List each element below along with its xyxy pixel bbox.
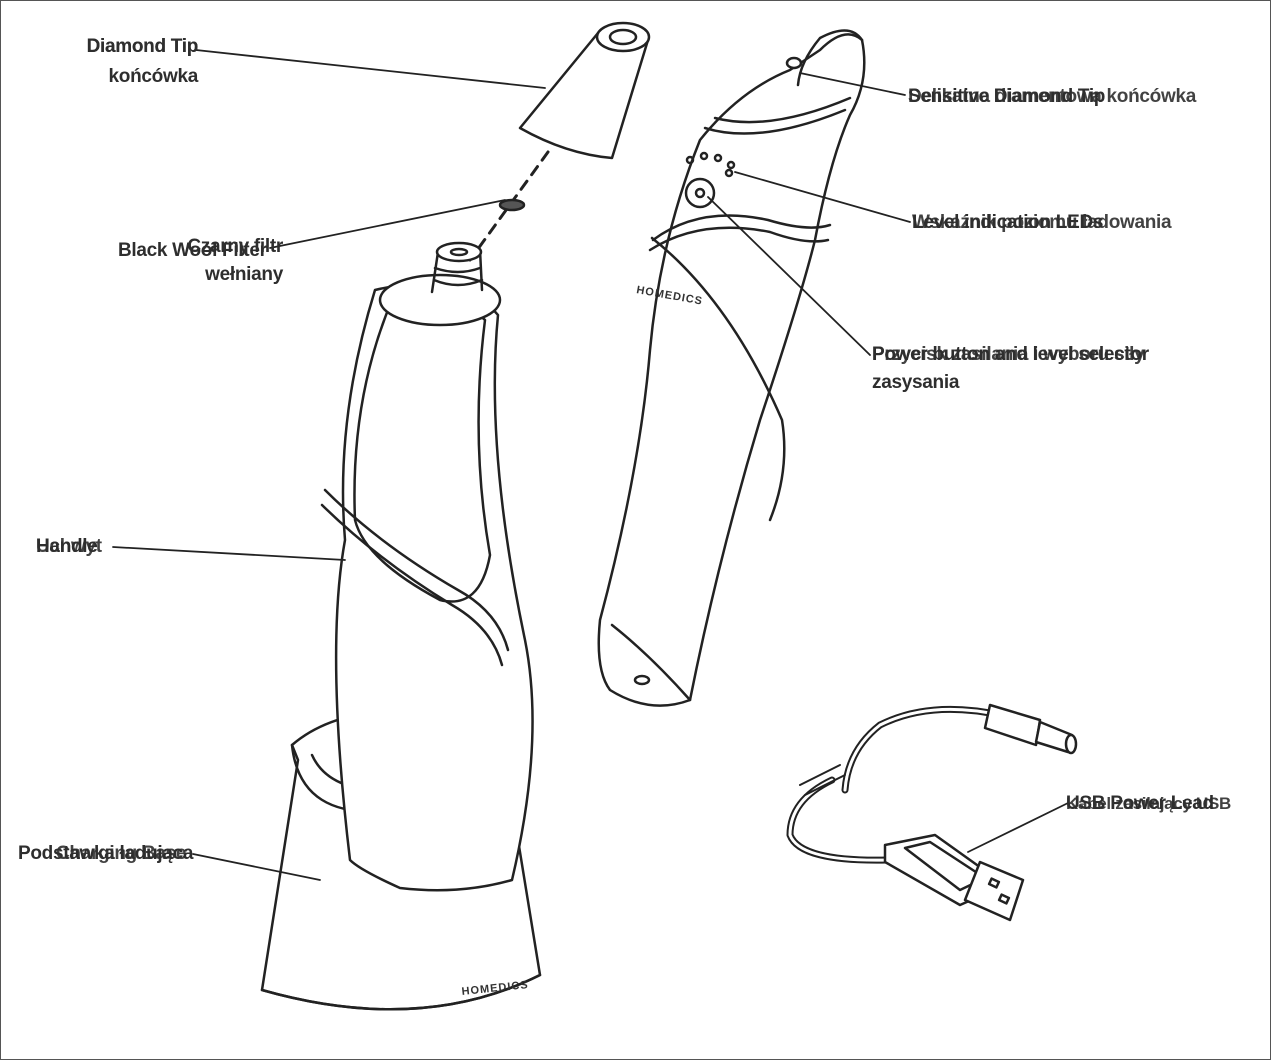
label-power-button: Power button and level selector Przycisk…	[872, 344, 1202, 396]
label-handle: Handle Uchwyt	[36, 536, 116, 560]
label-power-button-pl: Przycisk zasilania i wyboru siły	[872, 344, 1145, 365]
assembly-dashed-line	[468, 150, 550, 262]
black-wool-filter-disc	[498, 198, 526, 212]
label-handle-pl: Uchwyt	[36, 536, 102, 557]
label-black-wool-filter: Black Wool Filter Czarny filtr wełniany	[118, 236, 283, 290]
main-device: HOMEDICS	[597, 29, 866, 707]
usb-power-lead	[786, 703, 1078, 922]
label-level-indication-leds-en: Level indication LEDs	[912, 212, 1104, 233]
label-charging-base-pl: Podstawka ładująca	[18, 843, 194, 864]
label-sensitive-diamond-tip-en: Sensitive Diamond Tip	[908, 86, 1106, 107]
label-charging-base: Podstawka ładująca Charging Base	[18, 843, 198, 867]
label-power-button-en: Power button and level selector	[872, 344, 1149, 365]
label-sensitive-diamond-tip: Sensitive Diamond Tip Delikatna diamento…	[908, 86, 1208, 110]
handle	[320, 241, 534, 892]
label-diamond-tip-en: Diamond Tip	[86, 36, 199, 57]
label-black-wool-filter-pl-2: wełniany	[205, 264, 283, 285]
label-power-button-pl-2: zasysania	[872, 372, 960, 393]
label-level-indication-leds-pl: Wskaźnik poziomu ładowania	[912, 212, 1172, 233]
label-level-indication-leds: Level indication LEDs Wskaźnik poziomu ł…	[912, 212, 1212, 236]
label-sensitive-diamond-tip-pl: Delikatna diamentowa końcówka	[908, 86, 1196, 107]
label-black-wool-filter-pl: Czarny filtr	[187, 236, 283, 257]
diamond-tip-cap	[518, 21, 651, 160]
label-handle-en: Handle	[36, 536, 98, 557]
label-usb-power-lead: USB Power Lead Kabel zasilający USB	[1066, 793, 1266, 817]
label-diamond-tip-pl-2: końcówka	[108, 66, 199, 87]
leader-lines	[112, 49, 1069, 881]
label-diamond-tip-pl: Diamond Tip	[86, 36, 199, 57]
label-usb-power-lead-en: USB Power Lead	[1066, 793, 1214, 814]
label-usb-power-lead-pl: Kabel zasilający USB	[1066, 794, 1232, 813]
label-black-wool-filter-en: Black Wool Filter	[118, 240, 267, 261]
label-charging-base-en: Charging Base	[56, 843, 187, 864]
